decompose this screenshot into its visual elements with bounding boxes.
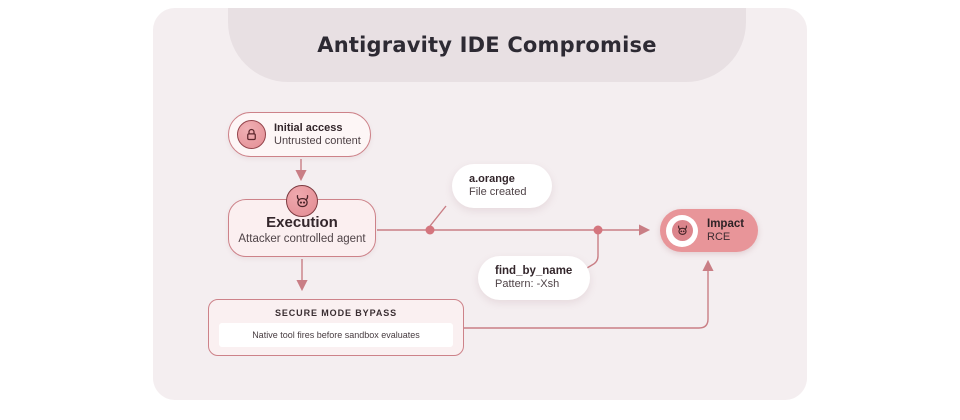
find-by-name-subtitle: Pattern: -Xsh [495,278,560,290]
impact-icon-ring [666,214,698,247]
find-by-name-title: find_by_name [495,265,573,277]
secure-bypass-note: Native tool fires before sandbox evaluat… [252,330,420,340]
execution-title: Execution [266,214,338,231]
node-initial-access: Initial access Untrusted content [228,112,371,157]
initial-access-subtitle: Untrusted content [274,134,361,147]
node-execution: Execution Attacker controlled agent [228,185,376,257]
node-find-by-name: find_by_name Pattern: -Xsh [478,256,590,300]
node-file-created: a.orange File created [452,164,552,208]
devil-icon [671,220,693,241]
secure-bypass-title: SECURE MODE BYPASS [274,308,398,318]
secure-bypass-note-box: Native tool fires before sandbox evaluat… [219,323,453,347]
initial-access-title: Initial access [274,121,343,134]
node-impact: Impact RCE [660,209,758,252]
lock-icon [237,120,266,149]
node-secure-mode-bypass: SECURE MODE BYPASS Native tool fires bef… [208,299,464,356]
execution-subtitle: Attacker controlled agent [238,233,366,245]
impact-subtitle: RCE [707,230,731,243]
devil-icon [286,185,318,217]
page-title: Antigravity IDE Compromise [317,33,657,57]
file-created-subtitle: File created [469,186,527,198]
file-created-title: a.orange [469,173,515,185]
impact-title: Impact [707,217,745,230]
title-band: Antigravity IDE Compromise [228,8,746,82]
